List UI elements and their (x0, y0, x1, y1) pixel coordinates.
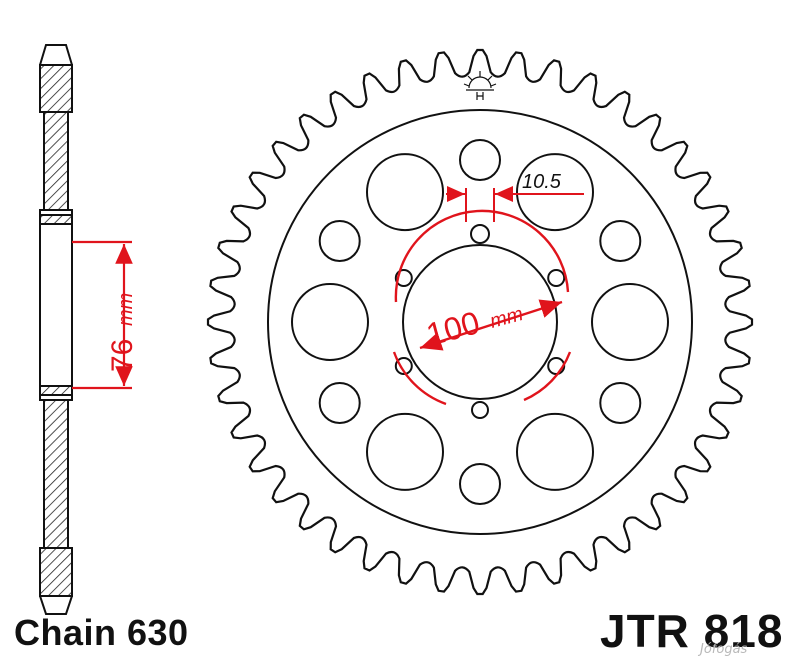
large-lightening-hole (516, 153, 594, 232)
sprocket-front-view (206, 48, 754, 596)
small-lightening-hole (599, 382, 642, 424)
watermark: Jófogás (700, 642, 748, 657)
side-profile-view (39, 44, 73, 615)
offset-dimension (72, 240, 133, 390)
small-lightening-hole (459, 139, 501, 181)
large-lightening-hole (366, 412, 444, 491)
hatch-top (39, 64, 73, 113)
mounting-bolt-hole (471, 401, 489, 419)
pcd-dimension (392, 209, 572, 406)
offset-unit: mm (115, 293, 137, 326)
large-lightening-hole (516, 412, 594, 491)
bolt-hole-size: 10.5 (522, 171, 562, 193)
mounting-bolt-hole (394, 357, 413, 375)
hatch-upper-lip (39, 214, 73, 225)
mounting-bolt-hole (394, 269, 413, 287)
hatch-lower (43, 399, 69, 549)
tooth-root-circle (267, 109, 693, 535)
jt-sun-logo-icon (463, 71, 497, 100)
small-lightening-hole (599, 220, 642, 262)
part-number-label: JTR 818 (600, 605, 784, 657)
pcd-value: 100 (422, 304, 483, 353)
mounting-bolt-hole (547, 269, 566, 287)
offset-value: 76 (106, 339, 139, 372)
small-lightening-hole (318, 220, 361, 262)
hatch-bottom (39, 547, 73, 597)
sprocket-teeth-outline (206, 48, 754, 596)
hatch-lower-lip (39, 385, 73, 396)
hatch-upper (43, 111, 69, 211)
large-lightening-hole (291, 283, 369, 361)
pcd-unit: mm (488, 303, 526, 333)
small-lightening-hole (459, 463, 501, 505)
mounting-bolt-hole (470, 224, 490, 244)
large-lightening-hole (366, 153, 444, 232)
chain-size-label: Chain 630 (14, 612, 189, 653)
small-lightening-hole (318, 382, 361, 424)
bolt-hole-dimension (446, 186, 584, 222)
large-lightening-hole (591, 283, 669, 361)
